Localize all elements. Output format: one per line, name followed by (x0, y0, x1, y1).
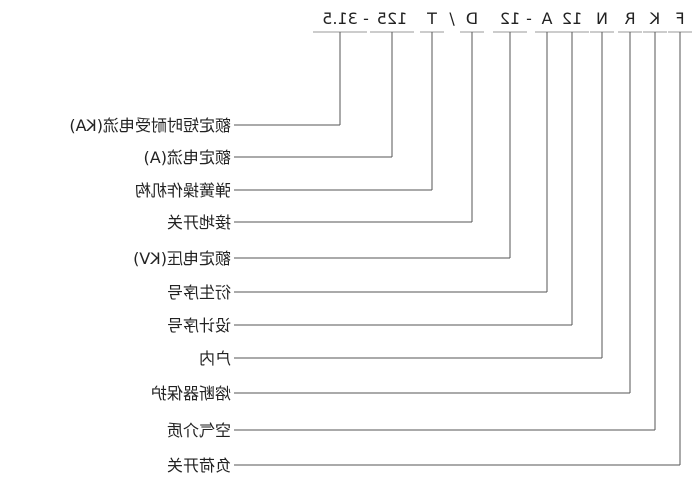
code-token: D (466, 9, 478, 28)
code-token: 12 (500, 9, 520, 28)
code-label: 额定电压(KV) (133, 249, 231, 268)
code-label: 户内 (199, 349, 231, 368)
code-token: F (675, 9, 684, 28)
code-label: 负荷开关 (167, 456, 231, 475)
code-token: R (624, 9, 635, 28)
code-token: N (596, 9, 608, 28)
code-label: 衍生序号 (167, 283, 231, 302)
code-token: A (541, 9, 552, 28)
code-token: / (449, 9, 455, 28)
code-label: 接地开关 (167, 213, 231, 232)
code-label: 设计序号 (167, 316, 231, 335)
code-token: T (427, 9, 438, 28)
code-token: 31.5 (322, 9, 358, 28)
code-label: 额定电流(A) (144, 148, 231, 167)
code-token: - (526, 9, 532, 28)
code-label: 熔断器保护 (151, 384, 231, 403)
code-token: 125 (377, 9, 408, 28)
code-label: 额定短时耐受电流(KA) (69, 116, 231, 135)
code-token: - (363, 9, 369, 28)
code-token: K (649, 9, 660, 28)
code-label: 弹簧操作机构 (135, 181, 231, 200)
code-label: 空气介质 (167, 421, 231, 440)
code-token: 12 (562, 9, 582, 28)
